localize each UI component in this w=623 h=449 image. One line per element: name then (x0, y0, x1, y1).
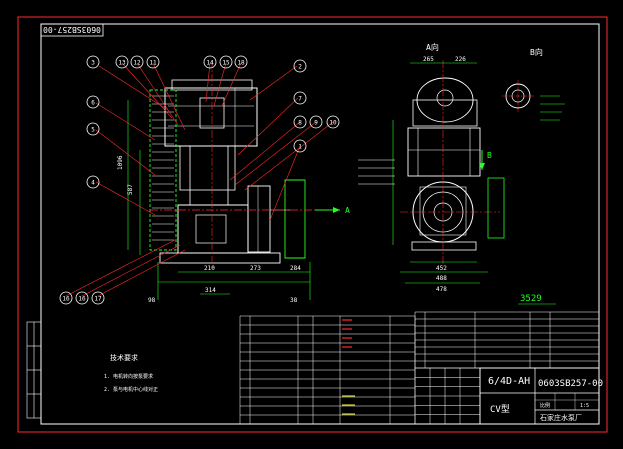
balloon-circle (293, 115, 307, 129)
a-dim-bottom-a: 452 (436, 265, 447, 272)
balloon-label: 8 (298, 120, 302, 127)
view-b-label: B向 (530, 47, 543, 57)
balloon-label: 17 (94, 296, 102, 303)
outer-frame (17, 16, 608, 433)
balloon-label: 14 (206, 60, 214, 67)
main-width-dim-value: 3529 (520, 294, 542, 304)
balloon-label: 12 (133, 60, 141, 67)
dim-side-h2: 1096 (117, 155, 124, 170)
a-dim-top-b: 226 (455, 56, 466, 63)
balloon-label: 15 (222, 60, 230, 67)
a-view-frame (407, 127, 481, 177)
scale-label: 比例 (540, 402, 550, 409)
balloon-circle (86, 122, 100, 136)
tech-requirements: 技术要求 1. 电机转向按泵要求 2. 泵与电机中心线对正 (104, 353, 158, 393)
belt-sheave (152, 95, 174, 241)
balloon-label: 1 (298, 144, 302, 151)
balloon-circle (86, 175, 100, 189)
balloon-circle (234, 55, 248, 69)
pump-casing (177, 204, 249, 254)
balloon-label: 4 (91, 180, 95, 187)
balloon-circle (91, 291, 105, 305)
model-text: 6/4D-AH (488, 376, 530, 387)
dim-base-a: 210 (204, 265, 215, 272)
tech-item-2: 2. 泵与电机中心线对正 (104, 386, 158, 393)
a-view: A向 265 226 452 488 478 (358, 42, 505, 293)
balloon-leaders (65, 62, 334, 297)
balloon-label: 13 (118, 60, 126, 67)
balloon-circle (75, 291, 89, 305)
a-dim-bottom-b: 488 (436, 275, 447, 282)
balloon-circle (86, 95, 100, 109)
a-dim-bottom-c: 478 (436, 286, 447, 293)
balloon-circle (293, 91, 307, 105)
belt-guard (149, 89, 177, 251)
tech-item-1: 1. 电机转向按泵要求 (104, 373, 153, 380)
balloon-label: 10 (329, 120, 337, 127)
balloon-label: 3 (91, 60, 95, 67)
balloon-circle (203, 55, 217, 69)
tech-title: 技术要求 (110, 353, 138, 362)
main-width-dim: 3529 (520, 294, 542, 304)
dim-base-c: 284 (290, 265, 301, 272)
motor-frame (179, 145, 236, 191)
balloon-label: 16 (62, 296, 70, 303)
view-arrow-b-label: B (487, 151, 492, 160)
dim-right-small: 38 (290, 297, 298, 304)
view-a-label: A向 (426, 42, 439, 52)
left-margin-table (26, 321, 42, 419)
bom-tables (239, 311, 600, 425)
drawing-number: 0603SB257-00 (538, 379, 603, 389)
balloon-circle (293, 139, 307, 153)
balloon-circle (309, 115, 323, 129)
b-view: B向 (502, 47, 565, 121)
dim-base-b: 273 (250, 265, 261, 272)
balloon-label: 2 (298, 64, 302, 71)
top-drawing-number: 0603SB257-00 (40, 23, 104, 37)
main-dimension-text: 314 210 273 284 587 1096 98 38 (117, 155, 301, 304)
balloon-label: 5 (91, 127, 95, 134)
balloon-label: 7 (298, 96, 302, 103)
main-view: A (149, 60, 350, 270)
balloon-label: 6 (91, 100, 95, 107)
balloon-circle (219, 55, 233, 69)
balloon-circle (59, 291, 73, 305)
dim-left-small: 98 (148, 297, 156, 304)
model-label: CV型 (490, 404, 510, 415)
dim-side-h1: 587 (127, 184, 134, 195)
balloon-circle (130, 55, 144, 69)
company-name: 石家庄水泵厂 (540, 413, 582, 422)
balloon-circle (293, 59, 307, 73)
pump-flange (247, 185, 271, 253)
balloon-circle (326, 115, 340, 129)
balloon-label: 11 (149, 60, 157, 67)
balloon-label: 18 (237, 60, 245, 67)
balloon-circle (115, 55, 129, 69)
balloon-label: 9 (314, 120, 318, 127)
balloon-circle (86, 55, 100, 69)
scale-value: 1:5 (580, 403, 589, 409)
dim-bottom-left: 314 (205, 287, 216, 294)
view-arrow-a-label: A (345, 206, 350, 215)
top-drawing-number-text: 0603SB257-00 (43, 25, 101, 34)
balloon-circle (146, 55, 160, 69)
main-dimension-lines (127, 100, 311, 300)
balloon-label: 16 (78, 296, 86, 303)
a-dim-top-a: 265 (423, 56, 434, 63)
title-block: 6/4D-AH CV型 0603SB257-00 石家庄水泵厂 比例 1:5 (479, 367, 603, 425)
discharge-flange (284, 179, 306, 259)
base-plate (159, 252, 281, 264)
